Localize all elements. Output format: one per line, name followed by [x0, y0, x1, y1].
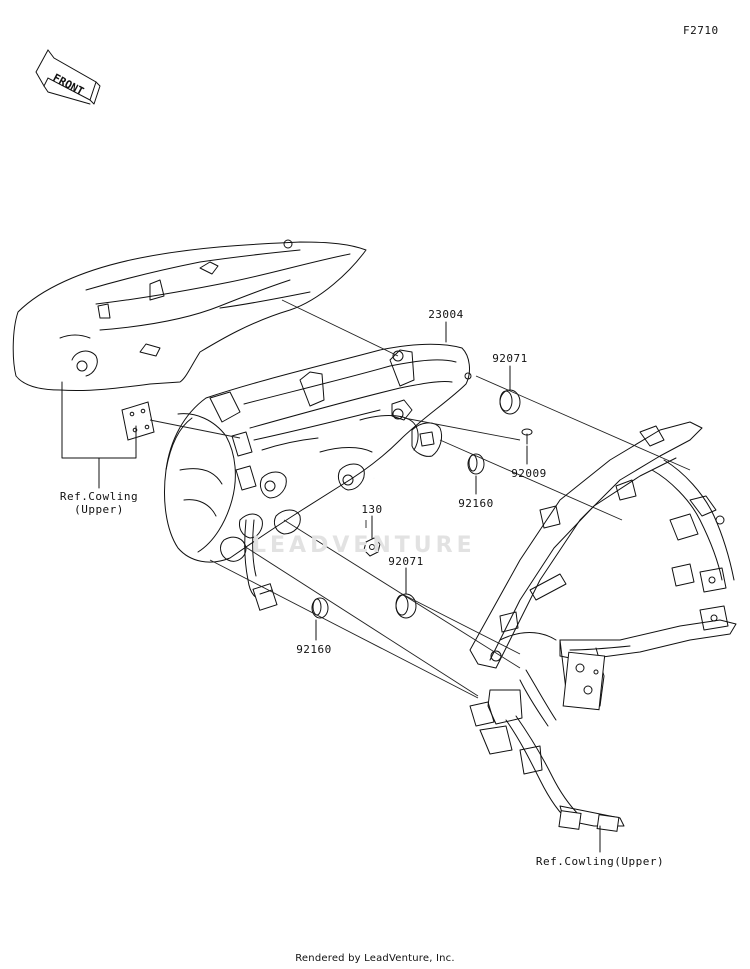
callout-23004: 23004 [428, 308, 464, 321]
headlight-bracket-frame [469, 421, 737, 832]
callout-leaders [315, 321, 601, 853]
callout-92071-upper: 92071 [492, 352, 528, 365]
ref-cowling-right-label: Ref.Cowling(Upper) [535, 855, 665, 868]
callout-92071-lower: 92071 [388, 555, 424, 568]
callout-92160-middle: 92160 [458, 497, 494, 510]
front-arrow-icon: FRONT [35, 49, 101, 105]
ref-cowling-left-label: Ref.Cowling [59, 490, 139, 503]
callout-130: 130 [361, 503, 383, 516]
headlight-assembly [164, 343, 472, 563]
upper-cowling [12, 239, 367, 392]
grommet-92071-lower [395, 593, 417, 619]
callout-92160-lower: 92160 [296, 643, 332, 656]
collar-92160-lower [311, 597, 329, 619]
collar-92160-middle [467, 453, 485, 475]
alignment-lines [149, 299, 691, 699]
grommet-plate [121, 401, 155, 441]
ref-cowling-left-sublabel: (Upper) [74, 503, 124, 516]
nut-130 [363, 537, 381, 557]
footer-credit: Rendered by LeadVenture, Inc. [295, 953, 455, 964]
bolt-92009 [521, 428, 533, 445]
callout-92009: 92009 [511, 467, 547, 480]
leadventure-watermark: LEADVENTURE [252, 533, 476, 558]
figure-code: F2710 [683, 24, 719, 37]
